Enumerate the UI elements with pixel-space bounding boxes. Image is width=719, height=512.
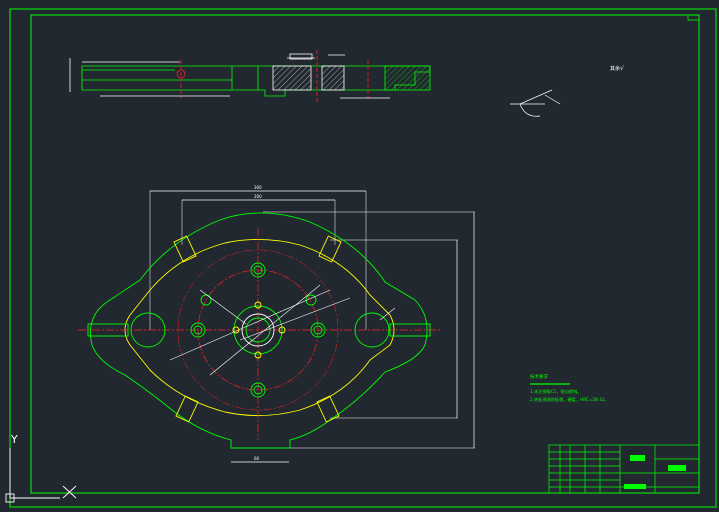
- dim-width-overall: 300: [254, 185, 262, 190]
- corner-tag: [687, 14, 700, 21]
- notes-heading: 技术要求: [530, 373, 548, 380]
- dim-bottom-width: 60: [254, 456, 260, 461]
- detail-view: [510, 89, 561, 117]
- section-view: [69, 50, 431, 104]
- sheet-inner-border: [30, 14, 700, 494]
- dim-width-inner: 200: [254, 194, 262, 199]
- roughness-label: 其余: [610, 65, 620, 72]
- plan-view: [78, 190, 475, 463]
- title-block: [548, 444, 700, 494]
- ucs-y-label: Y: [10, 433, 18, 446]
- part-outline: [90, 212, 428, 449]
- roughness-symbol: √: [620, 65, 624, 72]
- sheet-outer-border: [9, 8, 717, 508]
- note-line-1: 1.未注倒角C1，锐边倒钝。: [530, 388, 581, 395]
- note-line-2: 2.热处理调质处理，硬度，HRC=28-32。: [530, 396, 609, 403]
- ucs-icon: [5, 448, 77, 503]
